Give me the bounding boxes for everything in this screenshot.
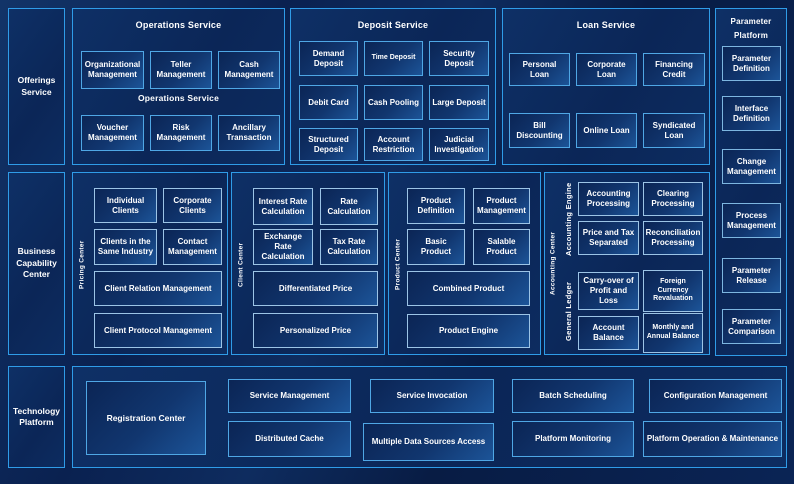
cell-exchange-rate-calculation: Exchange Rate Calculation xyxy=(253,229,313,265)
cell-client-relation-management: Client Relation Management xyxy=(94,271,222,306)
cell-corporate-loan: Corporate Loan xyxy=(576,53,637,86)
cell-salable-product: Salable Product xyxy=(473,229,530,265)
parameter-title-line1: Parameter xyxy=(730,17,772,26)
rail-technology-platform: Technology Platform xyxy=(8,366,65,468)
rail-offerings-service: Offerings Service xyxy=(8,8,65,165)
cell-product-engine: Product Engine xyxy=(407,314,530,348)
cell-rate-calculation: Rate Calculation xyxy=(320,188,378,225)
panel-accounting-center: Accounting Center Accounting Engine Acco… xyxy=(544,172,710,355)
cell-registration-center: Registration Center xyxy=(86,381,206,455)
cell-corporate-clients: Corporate Clients xyxy=(163,188,222,223)
pricing-side-label: Pricing Center xyxy=(78,240,86,289)
cell-multiple-data-sources-access: Multiple Data Sources Access xyxy=(363,423,494,461)
cell-online-loan: Online Loan xyxy=(576,113,637,148)
cell-batch-scheduling: Batch Scheduling xyxy=(512,379,634,413)
cell-account-balance: Account Balance xyxy=(578,316,639,350)
cell-cash-management: Cash Management xyxy=(218,51,280,89)
cell-voucher-management: Voucher Management xyxy=(81,115,144,151)
cell-judicial-investigation: Judicial Investigation xyxy=(429,128,489,161)
cell-security-deposit: Security Deposit xyxy=(429,41,489,76)
cell-product-management: Product Management xyxy=(473,188,530,224)
cell-accounting-processing: Accounting Processing xyxy=(578,182,639,216)
rail-offerings-label: Offerings Service xyxy=(17,75,56,97)
cell-client-protocol-management: Client Protocol Management xyxy=(94,313,222,348)
cell-interest-rate-calculation: Interest Rate Calculation xyxy=(253,188,313,225)
cell-financing-credit: Financing Credit xyxy=(643,53,705,86)
cell-demand-deposit: Demand Deposit xyxy=(299,41,358,76)
panel-product-center: Product Center Product Definition Produc… xyxy=(388,172,541,355)
panel-deposit-service: Deposit Service Demand Deposit Time Depo… xyxy=(290,8,496,165)
cell-product-definition: Product Definition xyxy=(407,188,465,224)
accounting-side-label: Accounting Center xyxy=(549,231,557,295)
cell-reconciliation-processing: Reconciliation Processing xyxy=(643,221,703,255)
cell-platform-monitoring: Platform Monitoring xyxy=(512,421,634,457)
panel-technology-platform: Registration Center Service Management S… xyxy=(72,366,787,468)
cell-account-restriction: Account Restriction xyxy=(364,128,423,161)
cell-combined-product: Combined Product xyxy=(407,271,530,306)
cell-parameter-comparison: Parameter Comparison xyxy=(722,309,781,344)
cell-risk-management: Risk Management xyxy=(150,115,212,151)
cell-change-management: Change Management xyxy=(722,149,781,184)
cell-tax-rate-calculation: Tax Rate Calculation xyxy=(320,229,378,265)
cell-differentiated-price: Differentiated Price xyxy=(253,271,378,306)
panel-parameter-platform: Parameter Platform Parameter Definition … xyxy=(715,8,787,356)
cell-price-and-tax-separated: Price and Tax Separated xyxy=(578,221,639,255)
cell-bill-discounting: Bill Discounting xyxy=(509,113,570,148)
deposit-title: Deposit Service xyxy=(357,20,429,30)
cell-monthly-annual-balance: Monthly and Annual Balance xyxy=(643,313,703,353)
cell-parameter-release: Parameter Release xyxy=(722,258,781,293)
rail-business-label: Business Capability Center xyxy=(16,246,57,280)
cell-interface-definition: Interface Definition xyxy=(722,96,781,131)
cell-carry-over-profit-loss: Carry-over of Profit and Loss xyxy=(578,272,639,310)
cell-individual-clients: Individual Clients xyxy=(94,188,157,223)
cell-contact-management: Contact Management xyxy=(163,229,222,265)
cell-large-deposit: Large Deposit xyxy=(429,85,489,120)
cell-ancillary-transaction: Ancillary Transaction xyxy=(218,115,280,151)
product-side-label: Product Center xyxy=(394,238,402,291)
cell-teller-management: Teller Management xyxy=(150,51,212,89)
cell-time-deposit: Time Deposit xyxy=(364,41,423,76)
cell-structured-deposit: Structured Deposit xyxy=(299,128,358,161)
cell-process-management: Process Management xyxy=(722,203,781,238)
cell-foreign-currency-revaluation: Foreign Currency Revaluation xyxy=(643,270,703,312)
cell-service-invocation: Service Invocation xyxy=(370,379,494,413)
panel-operations-service: Operations Service Organizational Manage… xyxy=(72,8,285,165)
cell-personalized-price: Personalized Price xyxy=(253,313,378,348)
cell-platform-operation-maintenance: Platform Operation & Maintenance xyxy=(643,421,782,457)
loan-title: Loan Service xyxy=(576,20,636,30)
cell-configuration-management: Configuration Management xyxy=(649,379,782,413)
rail-technology-label: Technology Platform xyxy=(12,405,61,427)
cell-syndicated-loan: Syndicated Loan xyxy=(643,113,705,148)
panel-loan-service: Loan Service Personal Loan Corporate Loa… xyxy=(502,8,710,165)
panel-pricing-center: Pricing Center Individual Clients Corpor… xyxy=(72,172,228,355)
operations-subtitle: Operations Service xyxy=(137,93,220,103)
panel-client-center: Client Center Interest Rate Calculation … xyxy=(231,172,385,355)
cell-personal-loan: Personal Loan xyxy=(509,53,570,86)
general-ledger-label: General Ledger xyxy=(564,281,573,341)
cell-clearing-processing: Clearing Processing xyxy=(643,182,703,216)
cell-organizational-management: Organizational Management xyxy=(81,51,144,89)
cell-clients-same-industry: Clients in the Same Industry xyxy=(94,229,157,265)
cell-basic-product: Basic Product xyxy=(407,229,465,265)
cell-service-management: Service Management xyxy=(228,379,351,413)
cell-cash-pooling: Cash Pooling xyxy=(364,85,423,120)
parameter-title-line2: Platform xyxy=(733,31,769,40)
accounting-engine-label: Accounting Engine xyxy=(564,182,573,256)
cell-parameter-definition: Parameter Definition xyxy=(722,46,781,81)
client-side-label: Client Center xyxy=(237,242,245,287)
cell-distributed-cache: Distributed Cache xyxy=(228,421,351,457)
rail-business-capability-center: Business Capability Center xyxy=(8,172,65,355)
operations-title: Operations Service xyxy=(135,20,222,30)
cell-debit-card: Debit Card xyxy=(299,85,358,120)
